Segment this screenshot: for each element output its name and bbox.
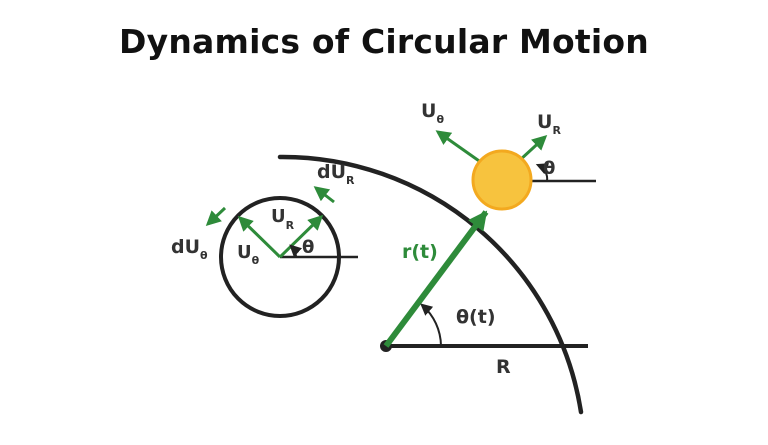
theta-angle-arc-small bbox=[289, 244, 303, 258]
du-r-label: dUR bbox=[317, 161, 355, 187]
u-theta-vector bbox=[435, 130, 483, 165]
u-theta-small-label: Uθ bbox=[237, 242, 260, 267]
position-vector bbox=[383, 210, 489, 348]
theta-t-angle-arc bbox=[420, 303, 442, 347]
r-label: r(t) bbox=[402, 241, 438, 263]
theta-angle-arc-top bbox=[535, 163, 550, 182]
du-r-vector bbox=[313, 186, 335, 204]
theta-label-top: θ bbox=[543, 158, 555, 179]
u-r-vector bbox=[518, 134, 548, 162]
particle bbox=[471, 149, 533, 211]
u-r-small-vector bbox=[278, 214, 324, 259]
du-theta-label: dUθ bbox=[171, 236, 208, 262]
theta-label-small: θ bbox=[302, 237, 314, 258]
u-theta-small-vector bbox=[237, 215, 282, 259]
diagram-title: Dynamics of Circular Motion bbox=[119, 22, 649, 61]
theta-t-label: θ(t) bbox=[456, 306, 496, 328]
u-theta-label: Uθ bbox=[421, 100, 444, 126]
du-theta-vector bbox=[205, 206, 227, 227]
u-r-label: UR bbox=[537, 111, 561, 137]
r-radius-label: R bbox=[496, 356, 511, 378]
u-r-small-label: UR bbox=[271, 206, 295, 232]
